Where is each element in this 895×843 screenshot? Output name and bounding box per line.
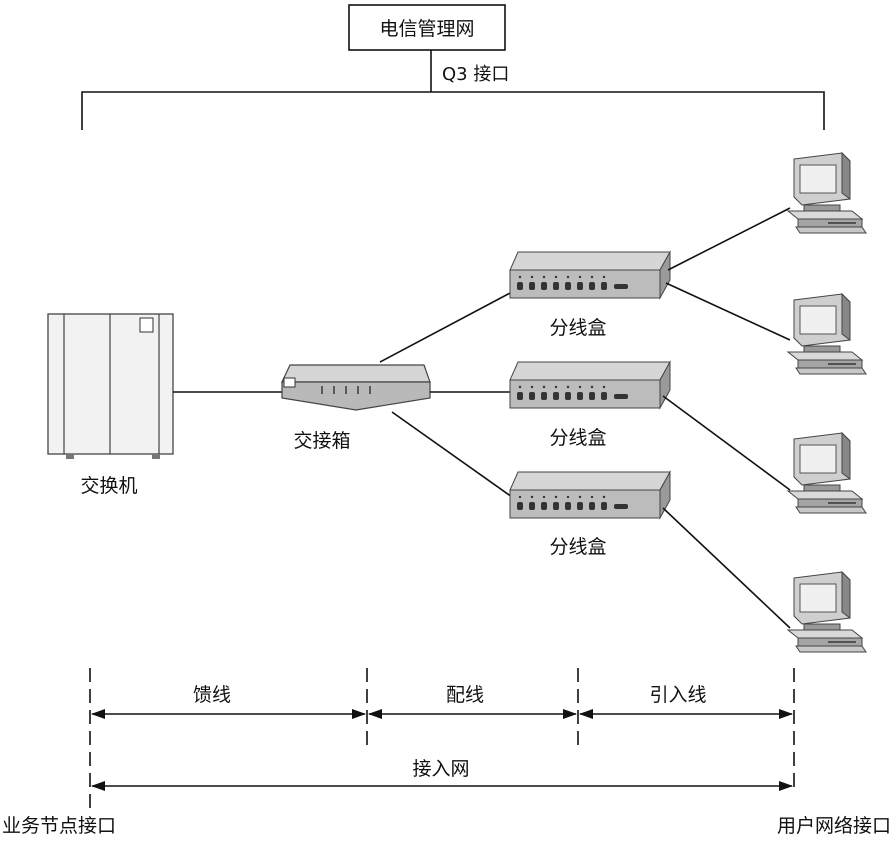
distribution-box-icon bbox=[509, 361, 671, 409]
distribution-box-label-3: 分线盒 bbox=[549, 536, 606, 558]
cross-box-label: 交接箱 bbox=[293, 430, 350, 452]
management-network-box bbox=[348, 4, 506, 51]
distribution-box-label-2: 分线盒 bbox=[549, 427, 606, 449]
feeder-label: 馈线 bbox=[193, 684, 231, 706]
distribution-box-icon bbox=[509, 471, 671, 519]
switch-label: 交换机 bbox=[80, 475, 137, 497]
computer-icon bbox=[787, 152, 867, 234]
management-network-title: 电信管理网 bbox=[379, 18, 474, 40]
management-bus-line bbox=[81, 91, 825, 130]
computer-icon bbox=[787, 432, 867, 514]
computer-icon bbox=[787, 293, 867, 375]
computer-icon bbox=[787, 571, 867, 653]
distribution-label: 配线 bbox=[446, 684, 484, 706]
switch-icon bbox=[47, 313, 174, 459]
distribution-box-icon bbox=[509, 251, 671, 299]
distribution-box-label-1: 分线盒 bbox=[549, 317, 606, 339]
drop-label: 引入线 bbox=[649, 684, 706, 706]
q3-interface-label: Q3 接口 bbox=[442, 64, 509, 85]
access-network-label: 接入网 bbox=[412, 758, 469, 780]
sni-label: 业务节点接口 bbox=[2, 815, 116, 837]
cross-box-icon bbox=[281, 364, 431, 411]
uni-label: 用户网络接口 bbox=[777, 815, 891, 837]
